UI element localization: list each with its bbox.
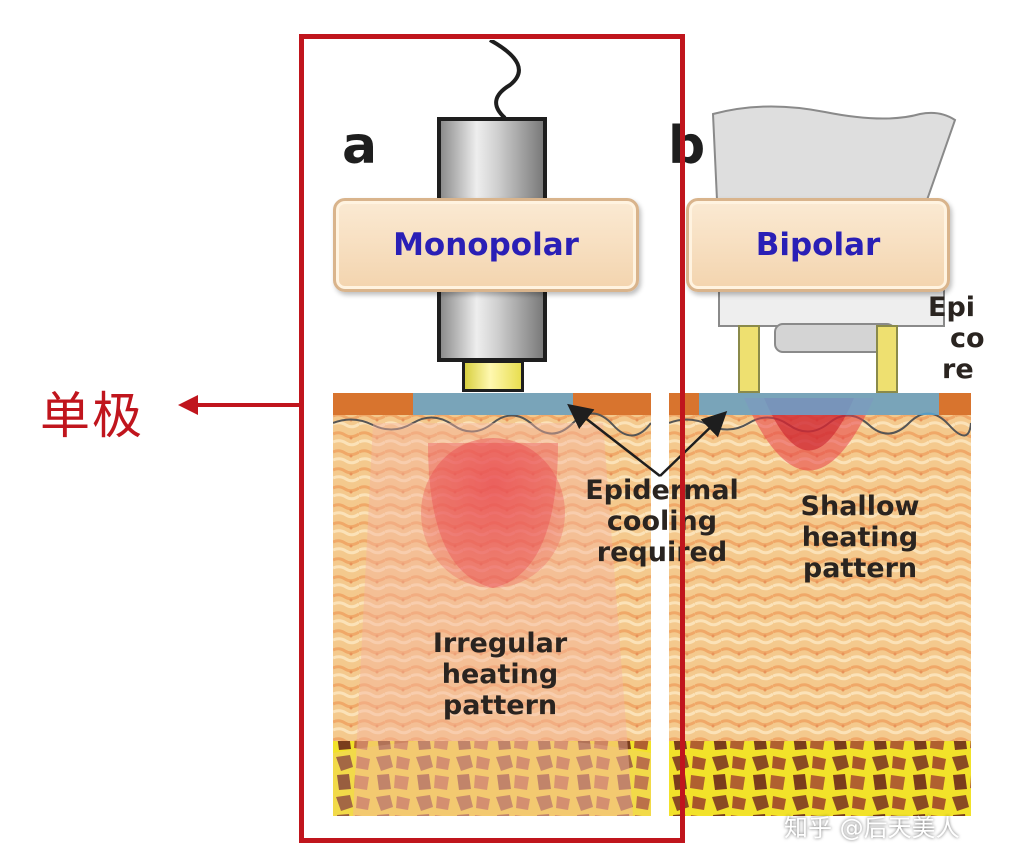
monopolar-label: Monopolar — [333, 198, 639, 292]
shallow-line-1: Shallow — [800, 491, 920, 522]
epidermal-line-1: Epidermal — [585, 475, 739, 506]
shallow-line-3: pattern — [802, 553, 918, 584]
cropped-line-1: Epi — [928, 292, 976, 323]
tissue-panel-a — [333, 393, 651, 816]
monopolar-electrode-tip — [462, 360, 524, 392]
tissue-panel-b — [669, 393, 971, 816]
irregular-line-2: heating — [441, 659, 559, 690]
irregular-line-3: pattern — [442, 690, 558, 721]
bipolar-label: Bipolar — [686, 198, 950, 292]
shallow-line-2: heating — [801, 522, 919, 553]
irregular-heating-text: Irregular heating pattern — [400, 628, 600, 721]
monopolar-chinese-label: 单极 — [40, 387, 144, 445]
tissue-a-graphic — [333, 393, 651, 816]
monopolar-cable — [489, 40, 521, 120]
cropped-line-3: re — [942, 354, 974, 385]
cropped-line-2: co — [950, 323, 985, 354]
panel-b-letter: b — [668, 116, 706, 176]
irregular-line-1: Irregular — [432, 628, 568, 659]
highlight-box — [299, 34, 685, 843]
shallow-heating-text: Shallow heating pattern — [760, 491, 960, 584]
watermark: 知乎 @后天美人 — [784, 814, 960, 842]
epidermal-cooling-text: Epidermal cooling required — [572, 475, 752, 568]
panel-a-letter: a — [342, 116, 378, 176]
bipolar-handpiece — [711, 105, 957, 393]
cooling-arrows — [567, 403, 728, 477]
callout-arrow — [178, 395, 302, 415]
epidermal-line-3: required — [596, 537, 728, 568]
epidermal-line-2: cooling — [606, 506, 718, 537]
tissue-b-graphic — [669, 393, 971, 816]
cropped-text: Epi co re — [928, 292, 1032, 385]
